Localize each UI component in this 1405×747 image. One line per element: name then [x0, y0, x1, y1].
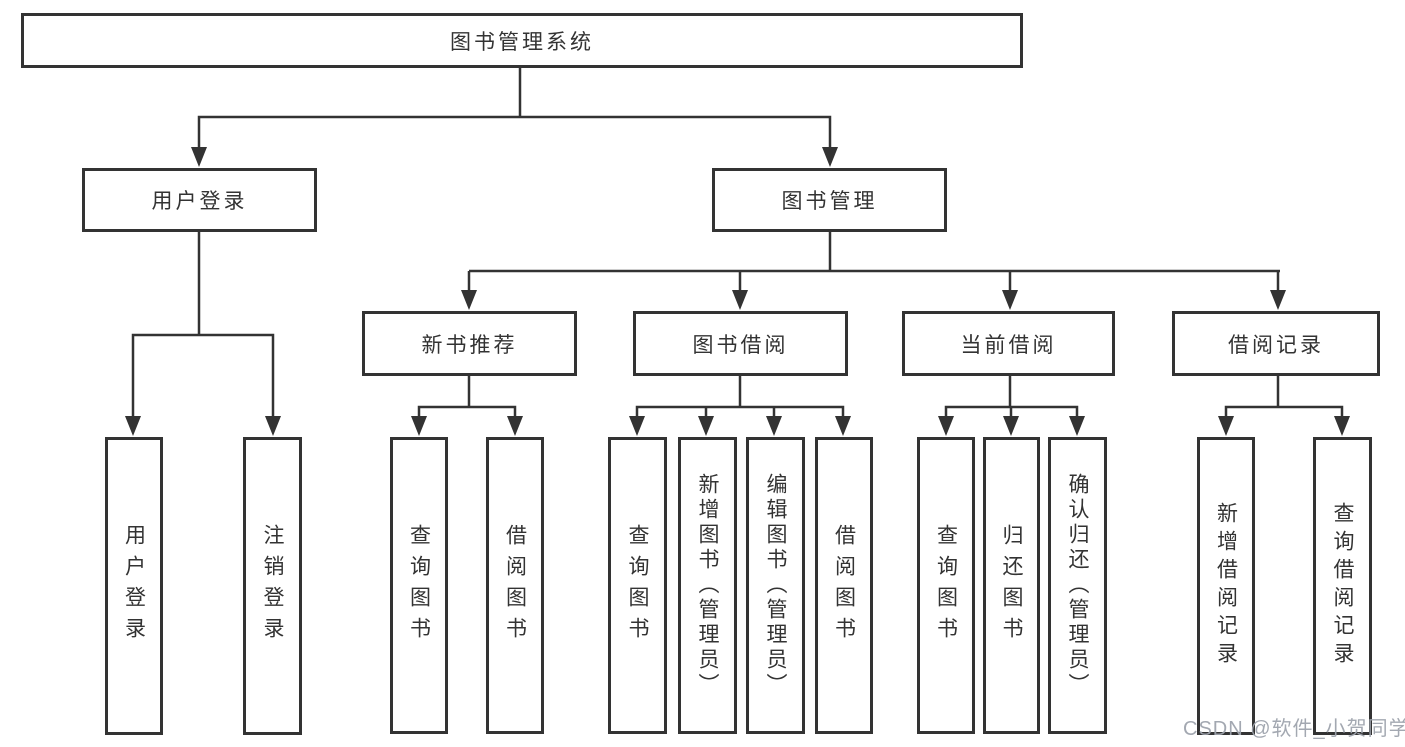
node-user-login-branch: 用户登录	[82, 168, 317, 232]
edge-level1-rail	[197, 115, 832, 153]
edge-group-borrow-record-rail	[1224, 405, 1344, 422]
node-leaf-add-borrow-record: 新增借阅记录	[1197, 437, 1255, 735]
node-leaf-query-books-current: 查询图书	[917, 437, 975, 734]
node-leaf-borrow-books: 借阅图书	[815, 437, 873, 734]
node-new-book-recommendation: 新书推荐	[362, 311, 577, 376]
node-current-borrowing: 当前借阅	[902, 311, 1115, 376]
node-root: 图书管理系统	[21, 13, 1023, 68]
node-book-borrowing: 图书借阅	[633, 311, 848, 376]
node-leaf-add-books-admin: 新增图书（管理员）	[678, 437, 737, 734]
node-leaf-query-books-recommend: 查询图书	[390, 437, 448, 734]
edge-group-new-book-rail	[417, 405, 517, 422]
node-leaf-borrow-books-recommend: 借阅图书	[486, 437, 544, 734]
node-leaf-confirm-return-admin: 确认归还（管理员）	[1048, 437, 1107, 734]
watermark-text: CSDN @软件_小贺同学	[1183, 718, 1405, 740]
edge-user-login-rail	[131, 333, 275, 422]
node-leaf-query-books-borrowing: 查询图书	[608, 437, 667, 734]
node-leaf-logout: 注销登录	[243, 437, 302, 735]
node-leaf-return-books: 归还图书	[983, 437, 1040, 734]
connector-arrowheads	[125, 147, 1350, 436]
node-leaf-edit-books-admin: 编辑图书（管理员）	[746, 437, 805, 734]
edge-group-book-borrow-rail	[635, 405, 845, 422]
node-borrowing-records: 借阅记录	[1172, 311, 1380, 376]
node-leaf-user-login: 用户登录	[105, 437, 163, 735]
edge-level2-rail	[467, 269, 1280, 297]
node-book-management-branch: 图书管理	[712, 168, 947, 232]
edge-level3-stems	[467, 376, 1280, 407]
node-leaf-query-borrow-record: 查询借阅记录	[1313, 437, 1372, 735]
